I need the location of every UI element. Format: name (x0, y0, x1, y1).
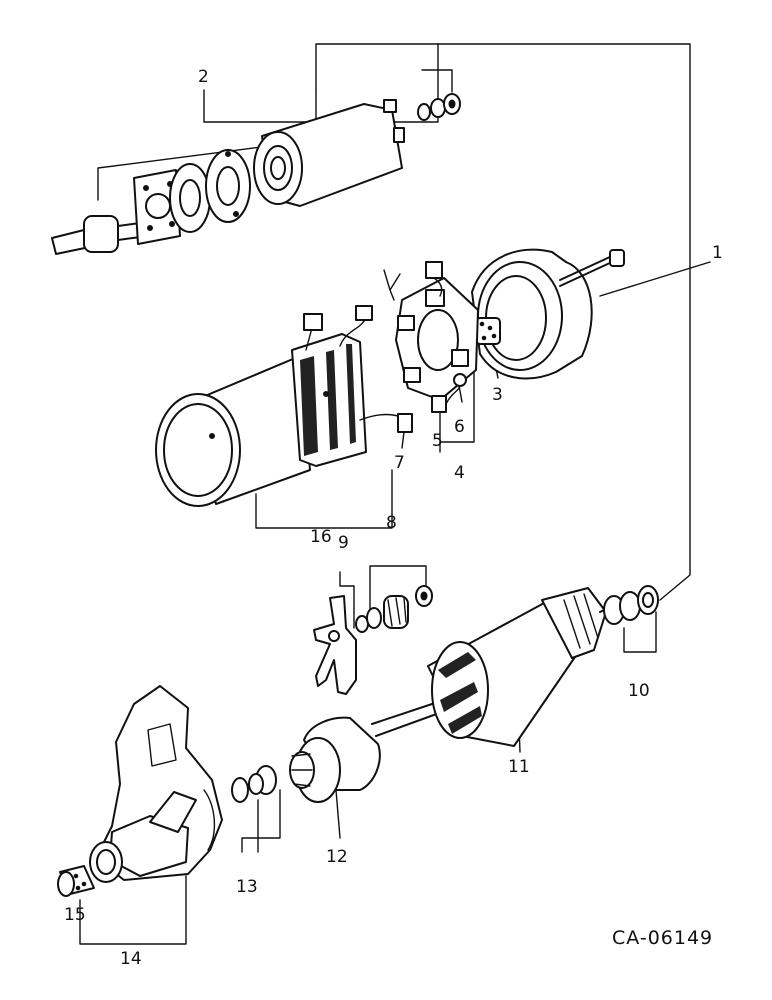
callout-13: 13 (236, 877, 258, 897)
callout-9: 9 (338, 533, 349, 553)
callout-11: 11 (508, 757, 530, 777)
callout-16: 16 (310, 527, 332, 547)
shift-lever (313, 595, 357, 695)
callout-15: 15 (64, 905, 86, 925)
callout-10: 10 (628, 681, 650, 701)
callout-6: 6 (454, 417, 465, 437)
callout-4: 4 (454, 463, 465, 483)
leader-lines (79, 43, 711, 945)
callout-14: 14 (120, 949, 142, 969)
solenoid-assembly (51, 93, 461, 255)
field-frame (155, 305, 413, 507)
callout-3: 3 (492, 385, 503, 405)
callout-12: 12 (326, 847, 348, 867)
spring-assembly (355, 585, 433, 633)
callout-5: 5 (432, 431, 443, 451)
callout-7: 7 (394, 453, 405, 473)
end-frame (471, 248, 625, 380)
drawing-code: CA-06149 (612, 927, 713, 949)
callout-2: 2 (198, 67, 209, 87)
callout-labels: 1 2 3 4 5 6 7 8 9 10 11 12 13 14 15 16 (64, 67, 723, 969)
brush-plate (383, 261, 479, 413)
drive-pinion (231, 716, 381, 803)
callout-8: 8 (386, 513, 397, 533)
callout-1: 1 (712, 243, 723, 263)
drive-housing (57, 685, 223, 897)
armature (371, 587, 613, 747)
thrust-washers (603, 585, 659, 625)
